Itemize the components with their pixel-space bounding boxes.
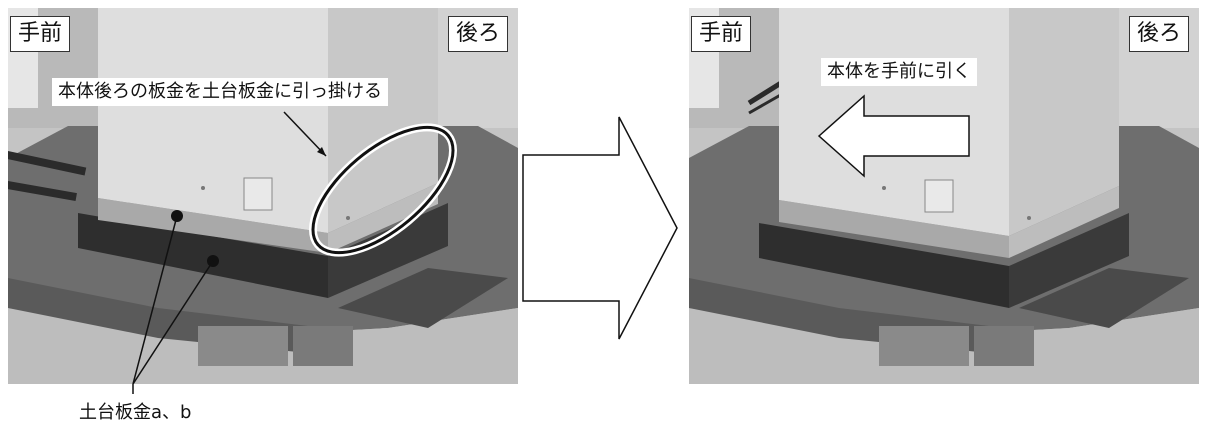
left-illustration-panel: 手前 後ろ 本体後ろの板金を土台板金に引っ掛ける: [8, 8, 518, 384]
front-label-right: 手前: [691, 16, 752, 52]
leader-continuation: [132, 384, 134, 394]
right-arrow-icon: [522, 116, 678, 340]
left-callout-text: 本体後ろの板金を土台板金に引っ掛ける: [52, 78, 388, 106]
right-illustration-panel: 手前 後ろ 本体を手前に引く: [689, 8, 1199, 384]
pull-forward-arrow-icon: [817, 94, 970, 178]
left-illustration: [8, 8, 518, 384]
back-label-right: 後ろ: [1128, 16, 1189, 52]
front-label-left: 手前: [10, 16, 71, 52]
base-sheet-metal-label: 土台板金a、b: [79, 402, 192, 423]
back-label-left: 後ろ: [447, 16, 508, 52]
right-callout-text: 本体を手前に引く: [821, 58, 977, 86]
